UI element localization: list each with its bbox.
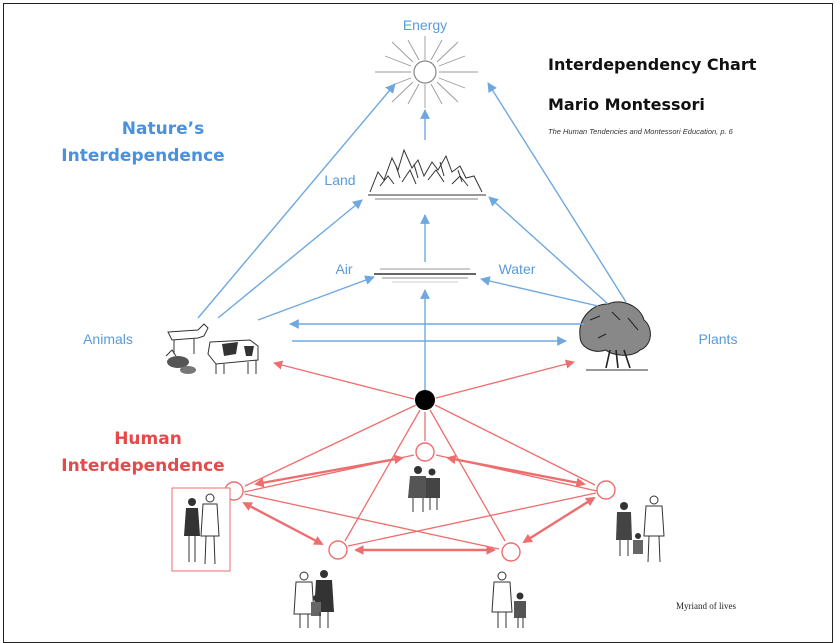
- couple-icon: [171, 487, 231, 572]
- tree-icon: [579, 301, 651, 371]
- land-mountains-icon: [368, 148, 486, 200]
- image-credit: Myriand of lives: [676, 601, 736, 611]
- human-node-bottom-right: [501, 542, 521, 562]
- nature-arrows: [197, 82, 627, 390]
- human-node-bottom-left: [328, 540, 348, 560]
- water-label: Water: [499, 261, 536, 277]
- energy-label: Energy: [403, 17, 447, 33]
- chart-source: The Human Tendencies and Montessori Educ…: [548, 127, 734, 136]
- center-node: [415, 390, 435, 410]
- animals-icon: [165, 323, 259, 374]
- nature-heading-line-2: Interdependence: [61, 146, 224, 166]
- family-top-icon: [408, 466, 440, 512]
- human-node-right: [596, 480, 616, 500]
- sun-icon: [375, 36, 478, 108]
- human-heading-line-1: Human: [114, 429, 182, 449]
- nature-heading-line-1: Nature’s: [122, 119, 204, 139]
- land-label: Land: [324, 172, 355, 188]
- human-network: [242, 359, 598, 555]
- diagram-frame: [3, 3, 833, 643]
- human-heading-line-2: Interdependence: [61, 456, 224, 476]
- family-right-icon: [616, 495, 665, 563]
- family-bottom-right-icon: [491, 571, 526, 628]
- plants-label: Plants: [699, 331, 738, 347]
- chart-title: Interdependency Chart: [548, 55, 757, 74]
- animals-label: Animals: [83, 331, 133, 347]
- water-air-icon: [374, 268, 476, 283]
- air-label: Air: [335, 261, 352, 277]
- family-bottom-left-icon: [293, 570, 334, 628]
- human-node-top: [415, 442, 435, 462]
- chart-author: Mario Montessori: [548, 95, 705, 114]
